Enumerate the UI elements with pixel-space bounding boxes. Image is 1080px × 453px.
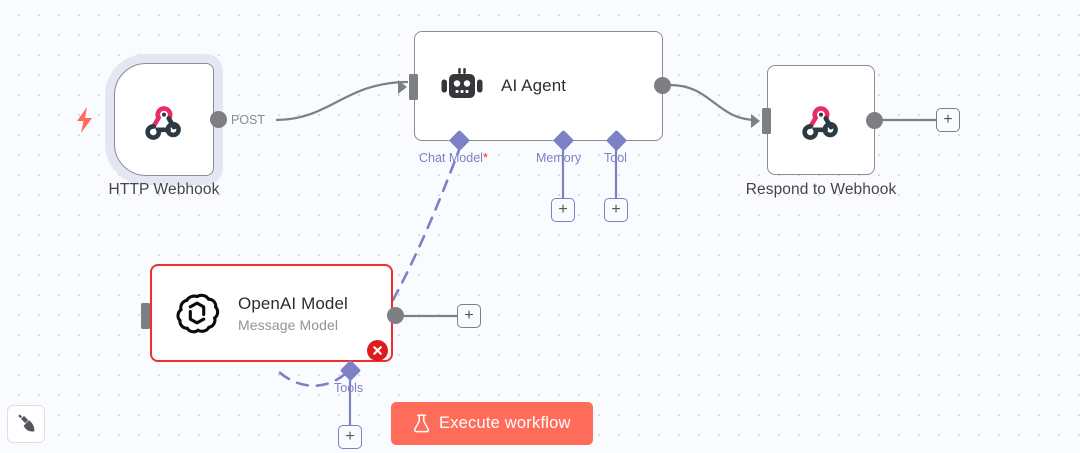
subport-label-memory: Memory [536, 151, 582, 165]
node-ai-agent[interactable]: AI Agent [414, 31, 663, 141]
node-http-webhook[interactable] [114, 63, 214, 176]
port-in-arrow-respond-to-webhook [751, 114, 760, 128]
node-openai-texts: OpenAI Model Message Model [238, 294, 348, 333]
add-tool-button[interactable]: + [604, 198, 628, 222]
port-in-respond-to-webhook[interactable] [762, 108, 771, 134]
node-ai-agent-texts: AI Agent [501, 76, 566, 96]
subport-label-tools-openai: Tools [334, 381, 364, 395]
openai-icon [174, 290, 220, 336]
node-title-ai-agent: AI Agent [501, 76, 567, 95]
webhook-icon [140, 96, 188, 144]
execute-workflow-button[interactable]: Execute workflow [391, 402, 593, 445]
port-out-ai-agent[interactable] [654, 77, 671, 94]
port-in-ai-agent[interactable] [409, 74, 418, 100]
node-label-http-webhook: HTTP Webhook [108, 181, 220, 198]
node-openai-model[interactable]: OpenAI Model Message Model [150, 264, 393, 362]
subport-label-tool: Tool [604, 151, 627, 165]
node-subtitle-openai-model: Message Model [238, 316, 339, 333]
execute-workflow-label: Execute workflow [439, 414, 571, 432]
flask-icon [413, 414, 430, 433]
port-out-http-webhook[interactable] [210, 111, 227, 128]
add-node-after-respond-button[interactable]: + [936, 108, 960, 132]
port-out-respond-to-webhook[interactable] [866, 112, 883, 129]
add-memory-button[interactable]: + [551, 198, 575, 222]
edge-label-post: POST [231, 113, 266, 127]
webhook-icon [797, 96, 845, 144]
subport-label-chat-model: Chat Model* [419, 151, 488, 165]
port-out-openai-model[interactable] [387, 307, 404, 324]
trigger-bolt-icon [74, 106, 96, 139]
node-title-openai-model: OpenAI Model [238, 293, 348, 313]
status-badge-error[interactable] [367, 340, 388, 361]
add-tools-button-openai[interactable]: + [338, 425, 362, 449]
node-respond-to-webhook[interactable] [767, 65, 875, 175]
node-label-respond-to-webhook: Respond to Webhook [745, 181, 897, 198]
subport-label-chat-model-text: Chat Model [419, 151, 483, 165]
broom-icon [15, 413, 37, 435]
subport-tools-openai[interactable] [339, 359, 362, 382]
port-in-openai-model[interactable] [141, 303, 150, 329]
tidy-up-button[interactable] [7, 405, 45, 443]
port-in-arrow-ai-agent [398, 80, 407, 94]
robot-icon [439, 66, 483, 106]
required-asterisk: * [482, 151, 488, 165]
error-x-icon [373, 346, 382, 355]
add-node-after-openai-button[interactable]: + [457, 304, 481, 328]
